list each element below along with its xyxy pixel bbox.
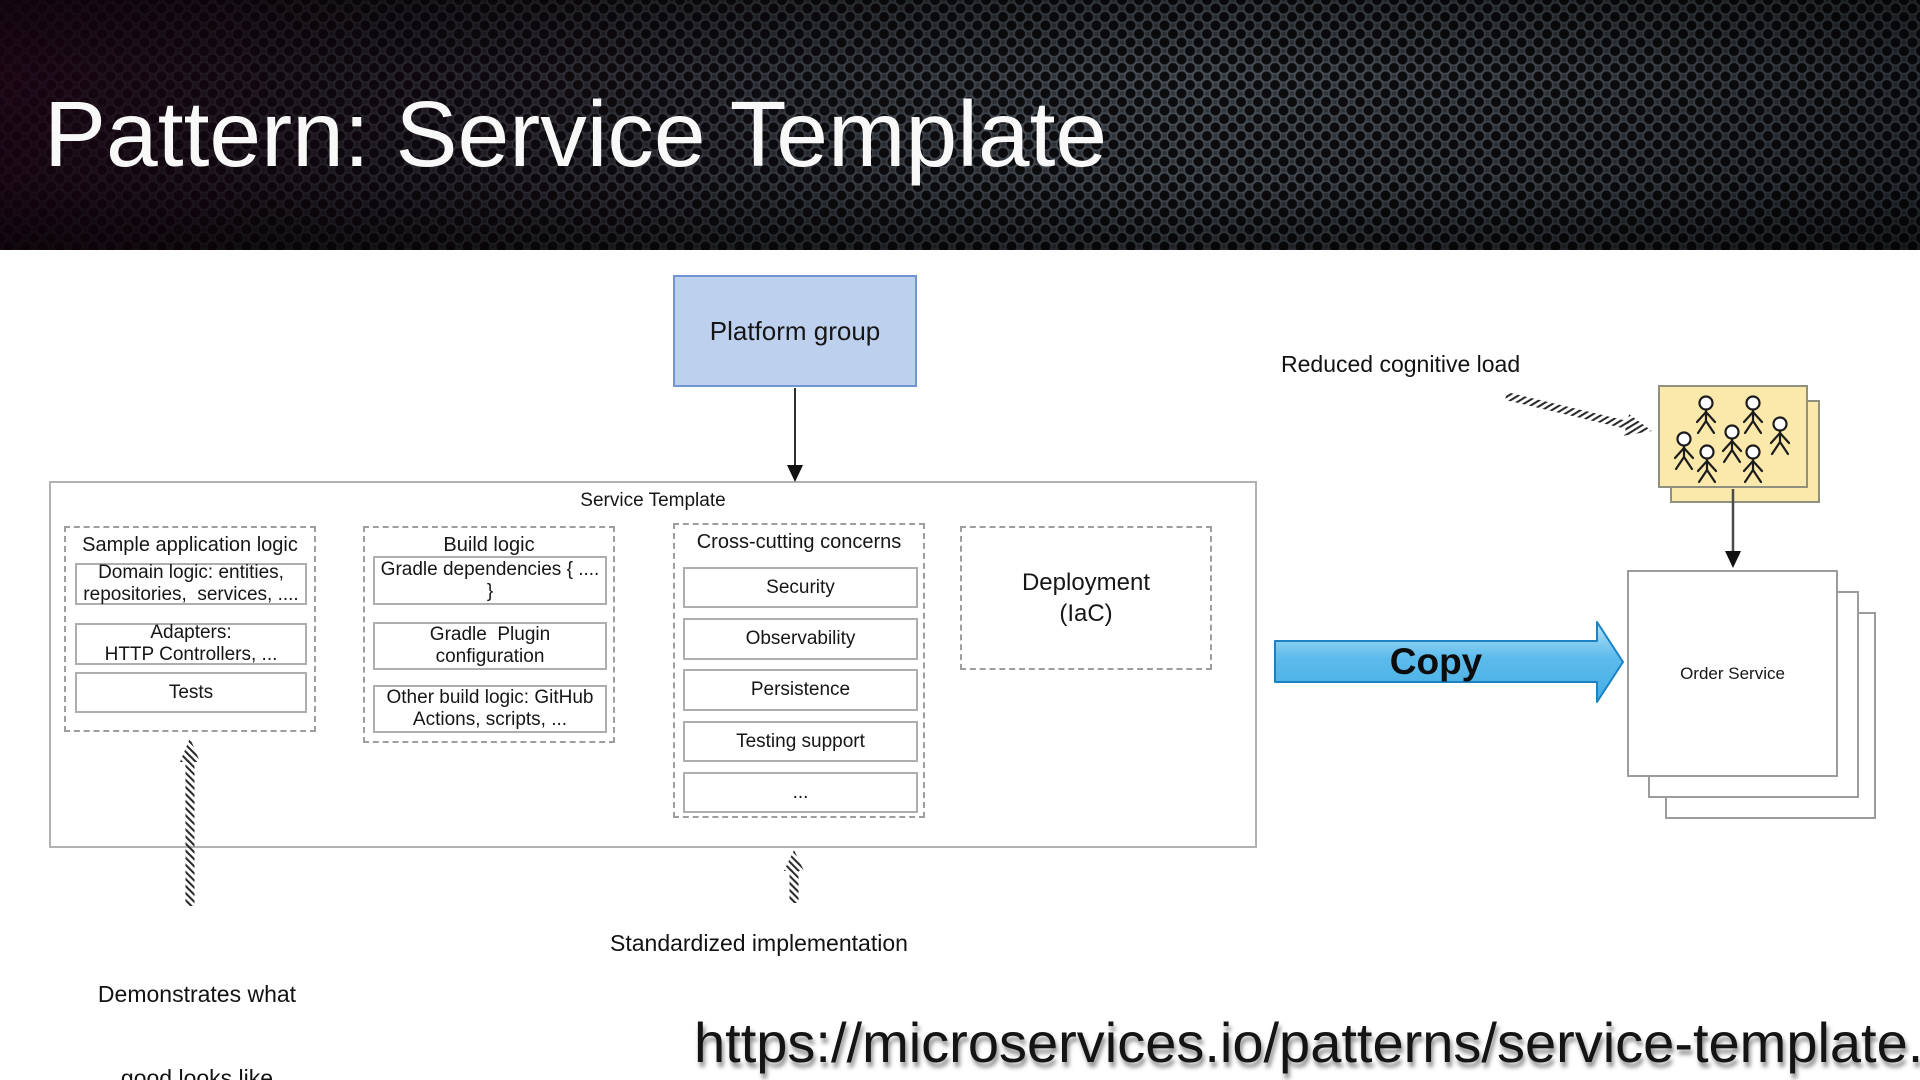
domain-logic-box: Domain logic: entities, repositories, se… [75, 562, 307, 605]
person-icon [1742, 444, 1764, 484]
build-logic-label: Build logic [443, 534, 535, 556]
adapters-box: Adapters: HTTP Controllers, ... [75, 622, 307, 665]
person-icon [1769, 416, 1791, 456]
deployment-group: Deployment (IaC) [960, 526, 1212, 670]
order-service-label: Order Service [1680, 663, 1785, 683]
copy-arrow-label: Copy [1389, 640, 1483, 682]
tests-box: Tests [75, 672, 307, 713]
person-icon [1695, 395, 1717, 435]
header-shade [0, 0, 1920, 250]
build-logic-group: Build logic [363, 526, 615, 743]
other-build-logic-box: Other build logic: GitHub Actions, scrip… [373, 685, 607, 733]
order-service-box: Order Service [1627, 570, 1838, 777]
gradle-dependencies-box: Gradle dependencies { .... } [373, 556, 607, 605]
ellipsis-box: ... [683, 772, 918, 813]
sample-application-logic-label: Sample application logic [82, 534, 298, 556]
platform-group-box: Platform group [673, 275, 917, 387]
gradle-plugin-box: Gradle Plugin configuration [373, 622, 607, 670]
observability-box: Observability [683, 618, 918, 660]
source-url: https://microservices.io/patterns/servic… [694, 1011, 1920, 1074]
reduced-cognitive-load-note: Reduced cognitive load [1281, 351, 1521, 377]
service-template-label: Service Template [580, 490, 726, 511]
platform-group-label: Platform group [709, 315, 881, 346]
cross-cutting-group: Cross-cutting concerns [673, 523, 925, 818]
standardized-hatched-arrow [784, 850, 804, 903]
deployment-label: Deployment (IaC) [1021, 569, 1151, 627]
person-icon [1721, 424, 1743, 464]
testing-support-box: Testing support [683, 721, 918, 762]
persistence-box: Persistence [683, 669, 918, 711]
security-box: Security [683, 567, 918, 608]
person-icon [1696, 444, 1718, 484]
platform-to-template-arrow [787, 388, 803, 482]
team-icon [1673, 395, 1791, 484]
cross-cutting-label: Cross-cutting concerns [696, 531, 902, 553]
team-box [1658, 385, 1808, 488]
person-icon [1742, 395, 1764, 435]
sample-application-logic-group: Sample application logic [64, 526, 316, 732]
person-icon [1673, 431, 1695, 471]
standardized-note: Standardized implementation [610, 930, 908, 956]
cognitive-load-hatched-arrow [1505, 392, 1652, 436]
demonstrates-note: Demonstrates what good looks like [97, 981, 297, 1080]
header-band: Pattern: Service Template [0, 0, 1920, 250]
page-title: Pattern: Service Template [44, 82, 1108, 186]
